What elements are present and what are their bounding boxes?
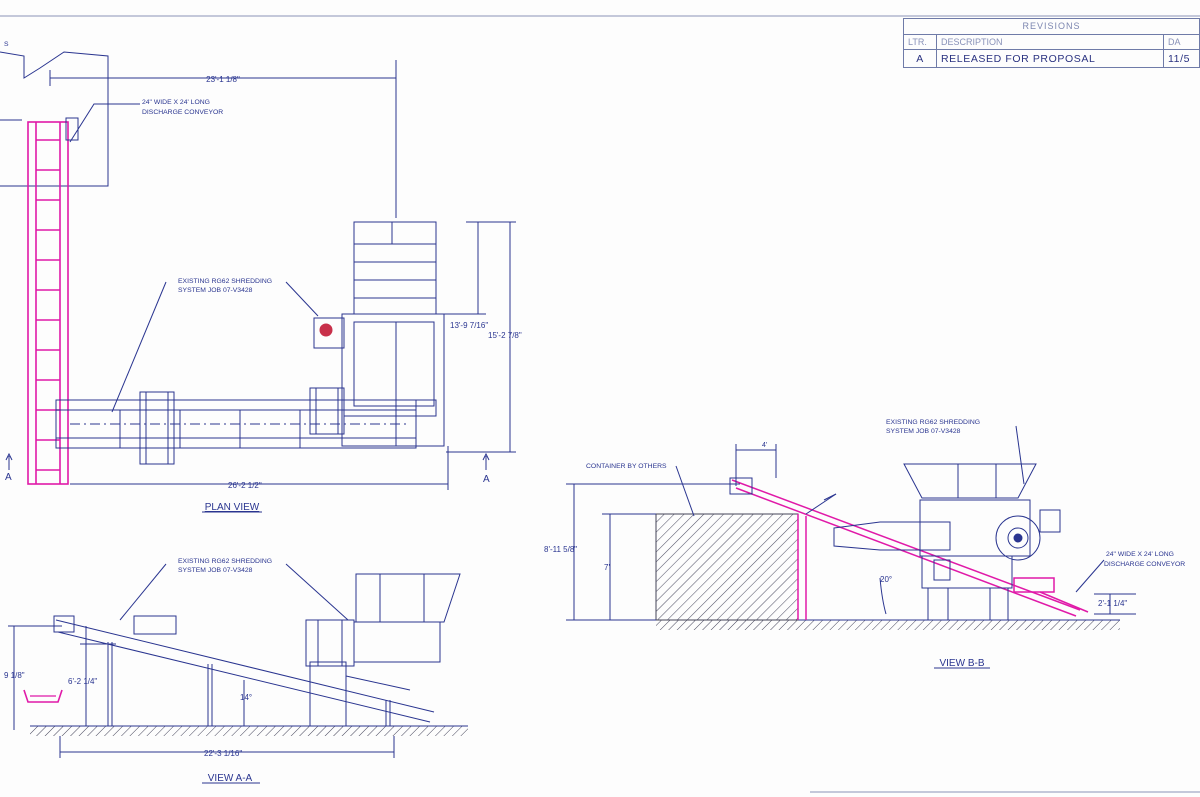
bb-conveyor-note-1: 24" WIDE X 24' LONG	[1106, 551, 1174, 558]
aa-shredder-note-1: EXISTING RG62 SHREDDING	[178, 558, 272, 565]
bb-shredder-note-2: SYSTEM JOB 07-V3428	[886, 428, 961, 435]
bb-shredder-note-1: EXISTING RG62 SHREDDING	[886, 419, 980, 426]
plan-conveyor-note-2: DISCHARGE CONVEYOR	[142, 109, 223, 116]
bb-conveyor-highlight	[731, 479, 1089, 620]
revisions-table: REVISIONS LTR. DESCRIPTION DA A RELEASED…	[903, 18, 1200, 68]
view-aa-title: VIEW A-A	[208, 773, 253, 784]
plan-dim-top: 23'-1 1/8"	[206, 75, 240, 84]
view-bb	[566, 425, 1136, 630]
plan-shredder-note-2: SYSTEM JOB 07-V3428	[178, 287, 253, 294]
plan-section-mark-left: A	[5, 472, 12, 483]
view-bb-labels: CONTAINER BY OTHERS EXISTING RG62 SHREDD…	[544, 419, 1185, 669]
bb-dim-discharge: 2'-1 1/4"	[1098, 599, 1127, 608]
bb-dim-angle: 20°	[880, 575, 892, 584]
view-aa	[8, 563, 468, 758]
revision-description: RELEASED FOR PROPOSAL	[936, 49, 1164, 68]
revision-date: 11/5	[1163, 49, 1200, 68]
bb-container-note: CONTAINER BY OTHERS	[586, 463, 667, 470]
aa-dim-height-b: 6'-2 1/4"	[68, 677, 97, 686]
plan-view-labels: 23'-1 1/8" 24" WIDE X 24' LONG DISCHARGE…	[4, 41, 522, 513]
bb-dim-overall: 8'-11 5/8"	[544, 545, 577, 554]
aa-dim-height-a: 9 1/8"	[4, 671, 25, 680]
aa-shredder-note-2: SYSTEM JOB 07-V3428	[178, 567, 253, 574]
bb-dim-top: 4'	[762, 442, 767, 449]
bb-conveyor-note-2: DISCHARGE CONVEYOR	[1104, 561, 1185, 568]
aa-dim-length: 22'-3 1/16"	[204, 749, 242, 758]
plan-section-mark-right: A	[483, 474, 490, 485]
plan-conveyor-note-1: 24" WIDE X 24' LONG	[142, 99, 210, 106]
plan-dim-height-inner: 13'-9 7/16"	[450, 321, 488, 330]
aa-dim-angle: 14°	[240, 693, 252, 702]
plan-shredder-note-1: EXISTING RG62 SHREDDING	[178, 278, 272, 285]
bb-dim-container: 7'	[604, 563, 610, 572]
plan-conveyor-highlight	[27, 121, 69, 485]
plan-dim-bottom: 26'-2 1/2"	[228, 481, 262, 490]
plan-dim-height-outer: 15'-2 7/8"	[488, 331, 522, 340]
view-aa-labels: EXISTING RG62 SHREDDING SYSTEM JOB 07-V3…	[4, 558, 272, 784]
view-bb-title: VIEW B-B	[939, 658, 984, 669]
plan-corner-text: S	[4, 41, 9, 48]
plan-view-title: PLAN VIEW	[205, 502, 260, 513]
plan-view	[0, 51, 516, 490]
